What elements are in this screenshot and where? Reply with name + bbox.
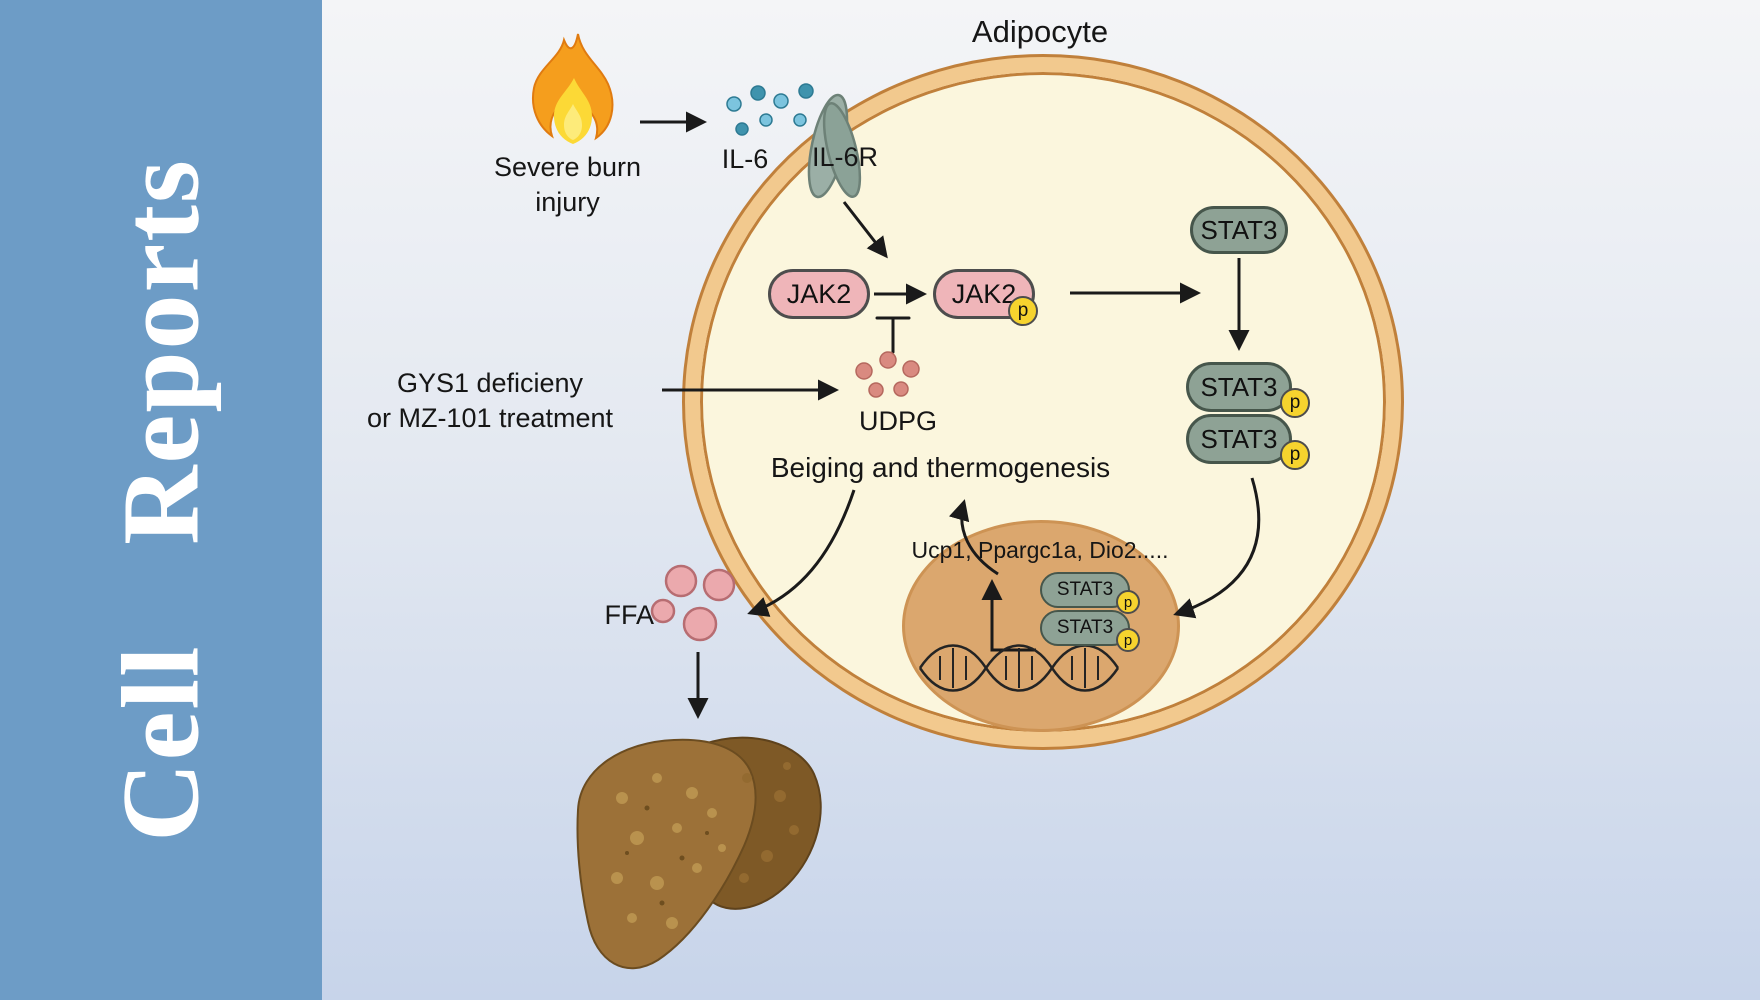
jak2-phospho-box: JAK2 — [933, 269, 1035, 319]
beiging-label: Beiging and thermogenesis — [770, 452, 1111, 483]
journal-sidebar: Cell Reports — [0, 0, 322, 1000]
stat3-box: STAT3 — [1190, 206, 1288, 254]
gys1-line2: or MZ-101 treatment — [366, 403, 614, 434]
severe-burn-line2: injury — [535, 187, 600, 218]
stat3-dimer-top-phospho-badge: p — [1280, 388, 1310, 418]
jak2-phospho-badge: p — [1008, 296, 1038, 326]
stat3-dimer-top: STAT3 — [1186, 362, 1292, 412]
jak2-box: JAK2 — [768, 269, 870, 319]
nuclear-stat3-top-phospho-badge: p — [1116, 590, 1140, 614]
target-genes-label: Ucp1, Ppargc1a, Dio2..... — [911, 537, 1169, 563]
udpg-label: UDPG — [858, 406, 937, 436]
gys1-label: GYS1 deficieny or MZ-101 treatment — [330, 366, 650, 436]
severe-burn-label: Severe burn injury — [440, 150, 695, 220]
severe-burn-line1: Severe burn — [493, 152, 642, 182]
nucleus — [902, 520, 1180, 732]
il6r-label: IL-6R — [811, 142, 879, 172]
stat3-dimer-bottom-phospho-badge: p — [1280, 440, 1310, 470]
journal-name: Cell Reports — [99, 158, 222, 842]
gys1-line1: GYS1 deficieny — [396, 368, 584, 398]
adipocyte-label: Adipocyte — [971, 14, 1109, 49]
nuclear-stat3-bottom-phospho-badge: p — [1116, 628, 1140, 652]
ffa-label: FFA — [604, 600, 654, 630]
nuclear-stat3-top: STAT3 — [1040, 572, 1130, 608]
il6-label: IL-6 — [721, 144, 769, 174]
stat3-dimer-bottom: STAT3 — [1186, 414, 1292, 464]
